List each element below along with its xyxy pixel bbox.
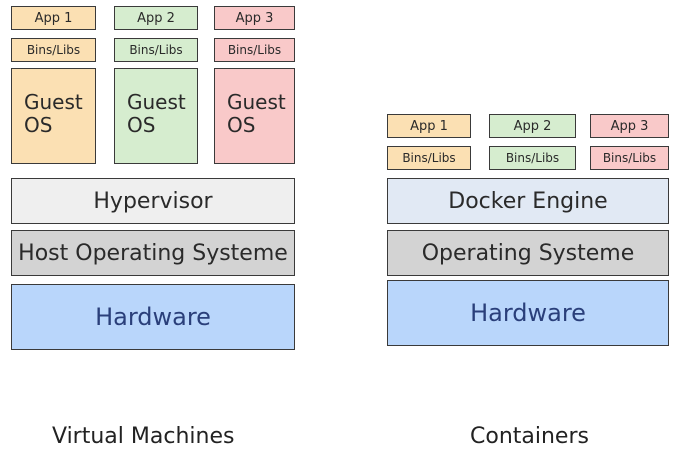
vm-app-1: App 1 [11, 6, 96, 30]
container-os: Operating Systeme [387, 230, 669, 276]
container-app-3: App 3 [590, 114, 669, 138]
container-hardware: Hardware [387, 280, 669, 346]
vm-bins-libs-1: Bins/Libs [11, 38, 96, 62]
vm-hardware: Hardware [11, 284, 295, 350]
vm-hypervisor: Hypervisor [11, 178, 295, 224]
vm-bins-libs-3: Bins/Libs [214, 38, 295, 62]
container-bins-libs-3: Bins/Libs [590, 146, 669, 170]
container-bins-libs-2: Bins/Libs [489, 146, 576, 170]
vm-host-os: Host Operating Systeme [11, 230, 295, 276]
vm-bins-libs-2: Bins/Libs [114, 38, 198, 62]
vm-app-2: App 2 [114, 6, 198, 30]
vm-guest-os-1: Guest OS [11, 68, 96, 164]
container-bins-libs-1: Bins/Libs [387, 146, 471, 170]
containers-caption: Containers [470, 424, 589, 449]
vm-guest-os-3: Guest OS [214, 68, 295, 164]
vm-guest-os-2: Guest OS [114, 68, 198, 164]
container-docker-engine: Docker Engine [387, 178, 669, 224]
container-app-1: App 1 [387, 114, 471, 138]
vm-app-3: App 3 [214, 6, 295, 30]
vm-caption: Virtual Machines [52, 424, 235, 449]
container-app-2: App 2 [489, 114, 576, 138]
